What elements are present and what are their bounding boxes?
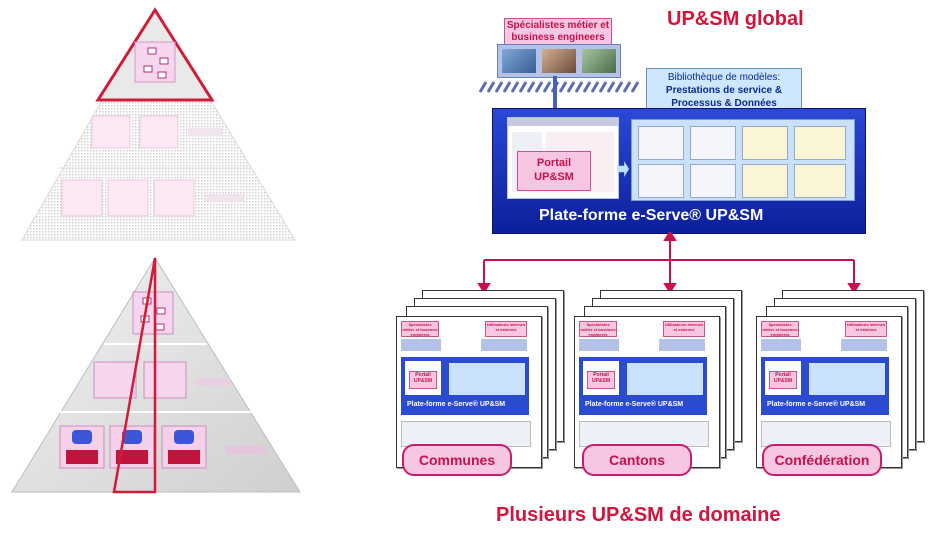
library-line2: Prestations de service & [665, 85, 783, 96]
mini-platform-label: Plate-forme e-Serve® UP&SM [767, 401, 866, 408]
library-line1: Bibliothèque de modèles: [667, 72, 781, 83]
mini-specialists: Spécialistes métier et business engineer… [579, 321, 617, 337]
mini-platform: Portail UP&SM Plate-forme e-Serve® UP&SM [401, 357, 529, 415]
domain-confederation: Confédération [762, 444, 882, 476]
slice-highlight [112, 257, 157, 494]
domain-stack-cantons: Spécialistes métier et business engineer… [574, 290, 744, 476]
domain-communes: Communes [402, 444, 512, 476]
mini-platform-card: Spécialistes métier et business engineer… [756, 316, 902, 468]
mini-specialists: Spécialistes métier et business engineer… [401, 321, 439, 337]
mini-platform: Portail UP&SM Plate-forme e-Serve® UP&SM [761, 357, 889, 415]
domain-cantons: Cantons [582, 444, 692, 476]
domain-connectors [477, 232, 861, 294]
specialists-photos [497, 44, 621, 78]
domains-title: Plusieurs UP&SM de domaine [496, 504, 781, 526]
global-title: UP&SM global [667, 8, 804, 30]
specialists-box: Spécialistes métier et business engineer… [504, 18, 612, 47]
mini-platform-label: Plate-forme e-Serve® UP&SM [585, 401, 684, 408]
mini-platform: Portail UP&SM Plate-forme e-Serve® UP&SM [579, 357, 707, 415]
mini-platform-card: Spécialistes métier et business engineer… [396, 316, 542, 468]
library-line3: Processus & Données [671, 98, 777, 109]
mini-portal: Portail UP&SM [769, 371, 797, 389]
domain-stack-confederation: Spécialistes métier et business engineer… [756, 290, 926, 476]
platform-label: Plate-forme e-Serve® UP&SM [539, 207, 764, 224]
portal-box: Portail UP&SM [517, 151, 591, 191]
mini-users: Utilisateurs internes et externes [845, 321, 887, 337]
mini-platform-label: Plate-forme e-Serve® UP&SM [407, 401, 506, 408]
mini-portal: Portail UP&SM [587, 371, 615, 389]
upper-pyramid [21, 7, 296, 241]
mini-users: Utilisateurs internes et externes [485, 321, 527, 337]
mini-platform-card: Spécialistes métier et business engineer… [574, 316, 720, 468]
model-library-box: Bibliothèque de modèles: Prestations de … [646, 68, 802, 112]
library-panel [631, 119, 855, 201]
connector-line [553, 76, 557, 112]
lower-pyramid [11, 257, 301, 494]
mini-specialists: Spécialistes métier et business engineer… [761, 321, 799, 337]
mini-users: Utilisateurs internes et externes [663, 321, 705, 337]
network-bar [478, 81, 640, 93]
platform-global: Portail UP&SM Plate-forme e-Serve® UP&SM [492, 108, 866, 234]
mini-portal: Portail UP&SM [409, 371, 437, 389]
domain-stack-communes: Spécialistes métier et business engineer… [396, 290, 566, 476]
